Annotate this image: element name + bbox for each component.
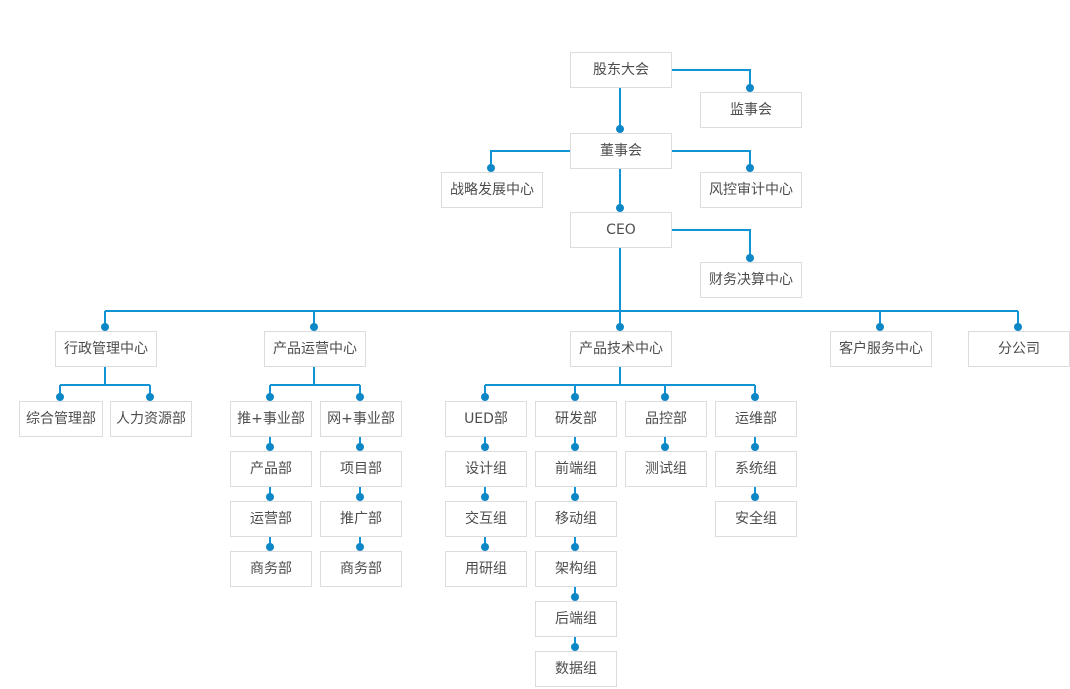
org-node-ued-dept: UED部	[445, 401, 527, 437]
org-node-product-ops-center: 产品运营中心	[264, 331, 366, 367]
org-node-frontend-group: 前端组	[535, 451, 617, 487]
org-node-operations-dept: 运营部	[230, 501, 312, 537]
org-node-rd-dept: 研发部	[535, 401, 617, 437]
org-node-interaction-group: 交互组	[445, 501, 527, 537]
org-node-customer-service-center: 客户服务中心	[830, 331, 932, 367]
org-node-security-group: 安全组	[715, 501, 797, 537]
org-node-general-mgmt: 综合管理部	[19, 401, 103, 437]
org-node-business-dept-2: 商务部	[320, 551, 402, 587]
org-node-product-tech-center: 产品技术中心	[570, 331, 672, 367]
org-node-wang-division: 网+事业部	[320, 401, 402, 437]
org-node-business-dept-1: 商务部	[230, 551, 312, 587]
org-node-tui-division: 推+事业部	[230, 401, 312, 437]
org-node-finance: 财务决算中心	[700, 262, 802, 298]
org-node-design-group: 设计组	[445, 451, 527, 487]
org-node-hr: 人力资源部	[110, 401, 192, 437]
org-node-shareholders: 股东大会	[570, 52, 672, 88]
org-node-project-dept: 项目部	[320, 451, 402, 487]
org-node-branch: 分公司	[968, 331, 1070, 367]
org-node-qc-dept: 品控部	[625, 401, 707, 437]
org-node-architecture-group: 架构组	[535, 551, 617, 587]
org-node-backend-group: 后端组	[535, 601, 617, 637]
org-node-data-group: 数据组	[535, 651, 617, 687]
org-node-system-group: 系统组	[715, 451, 797, 487]
org-node-user-research-group: 用研组	[445, 551, 527, 587]
org-node-ceo: CEO	[570, 212, 672, 248]
org-node-product-dept: 产品部	[230, 451, 312, 487]
org-node-board: 董事会	[570, 133, 672, 169]
org-node-testing-group: 测试组	[625, 451, 707, 487]
org-node-mobile-group: 移动组	[535, 501, 617, 537]
org-node-strategy: 战略发展中心	[441, 172, 543, 208]
org-node-supervisory: 监事会	[700, 92, 802, 128]
org-node-admin-center: 行政管理中心	[55, 331, 157, 367]
org-node-ops-maintenance-dept: 运维部	[715, 401, 797, 437]
org-node-promotion-dept: 推广部	[320, 501, 402, 537]
org-node-risk-audit: 风控审计中心	[700, 172, 802, 208]
